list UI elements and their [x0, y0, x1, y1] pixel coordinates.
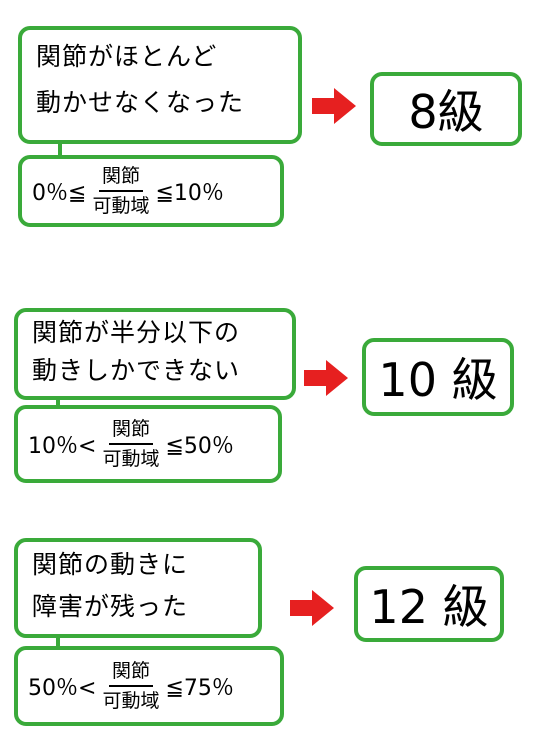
connector-line-3 — [56, 637, 60, 651]
fraction-1: 関節 可動域 — [89, 164, 152, 218]
grade-box-1: 8級 — [370, 72, 522, 146]
condition-line-1: 関節が半分以下の — [32, 318, 241, 347]
fraction-denominator-3: 可動域 — [102, 690, 160, 712]
formula-left-3: 50％< — [28, 676, 97, 701]
arrow-right-icon — [290, 590, 334, 626]
condition-line-2: 動きしかできない — [32, 356, 241, 385]
condition-line-2: 動かせなくなった — [36, 88, 245, 117]
fraction-2: 関節 可動域 — [99, 417, 162, 471]
condition-line-1: 関節の動きに — [32, 550, 189, 579]
formula-right-1: ≦10％ — [155, 181, 224, 206]
fraction-3: 関節 可動域 — [99, 659, 162, 713]
formula-left-1: 0％≦ — [32, 181, 87, 206]
grade-box-3: 12 級 — [354, 566, 504, 642]
fraction-denominator-2: 可動域 — [102, 448, 160, 470]
fraction-numerator-1: 関節 — [98, 164, 143, 192]
condition-box-1: 関節がほとんど 動かせなくなった — [18, 26, 302, 144]
arrow-right-icon — [304, 360, 348, 396]
formula-box-3: 50％< 関節 可動域 ≦75％ — [14, 646, 284, 726]
fraction-denominator-1: 可動域 — [92, 195, 150, 217]
condition-line-2: 障害が残った — [32, 592, 189, 621]
condition-box-3: 関節の動きに 障害が残った — [14, 538, 262, 638]
grade-box-2: 10 級 — [362, 338, 514, 416]
condition-box-2: 関節が半分以下の 動きしかできない — [14, 308, 296, 400]
fraction-numerator-3: 関節 — [108, 659, 153, 687]
condition-line-1: 関節がほとんど — [36, 42, 218, 71]
formula-right-2: ≦50％ — [165, 434, 234, 459]
arrow-right-icon — [312, 88, 356, 124]
connector-line-1 — [58, 143, 62, 157]
formula-box-1: 0％≦ 関節 可動域 ≦10％ — [18, 155, 284, 227]
formula-left-2: 10％< — [28, 434, 97, 459]
fraction-numerator-2: 関節 — [108, 417, 153, 445]
formula-right-3: ≦75％ — [165, 676, 234, 701]
formula-box-2: 10％< 関節 可動域 ≦50％ — [14, 405, 282, 483]
